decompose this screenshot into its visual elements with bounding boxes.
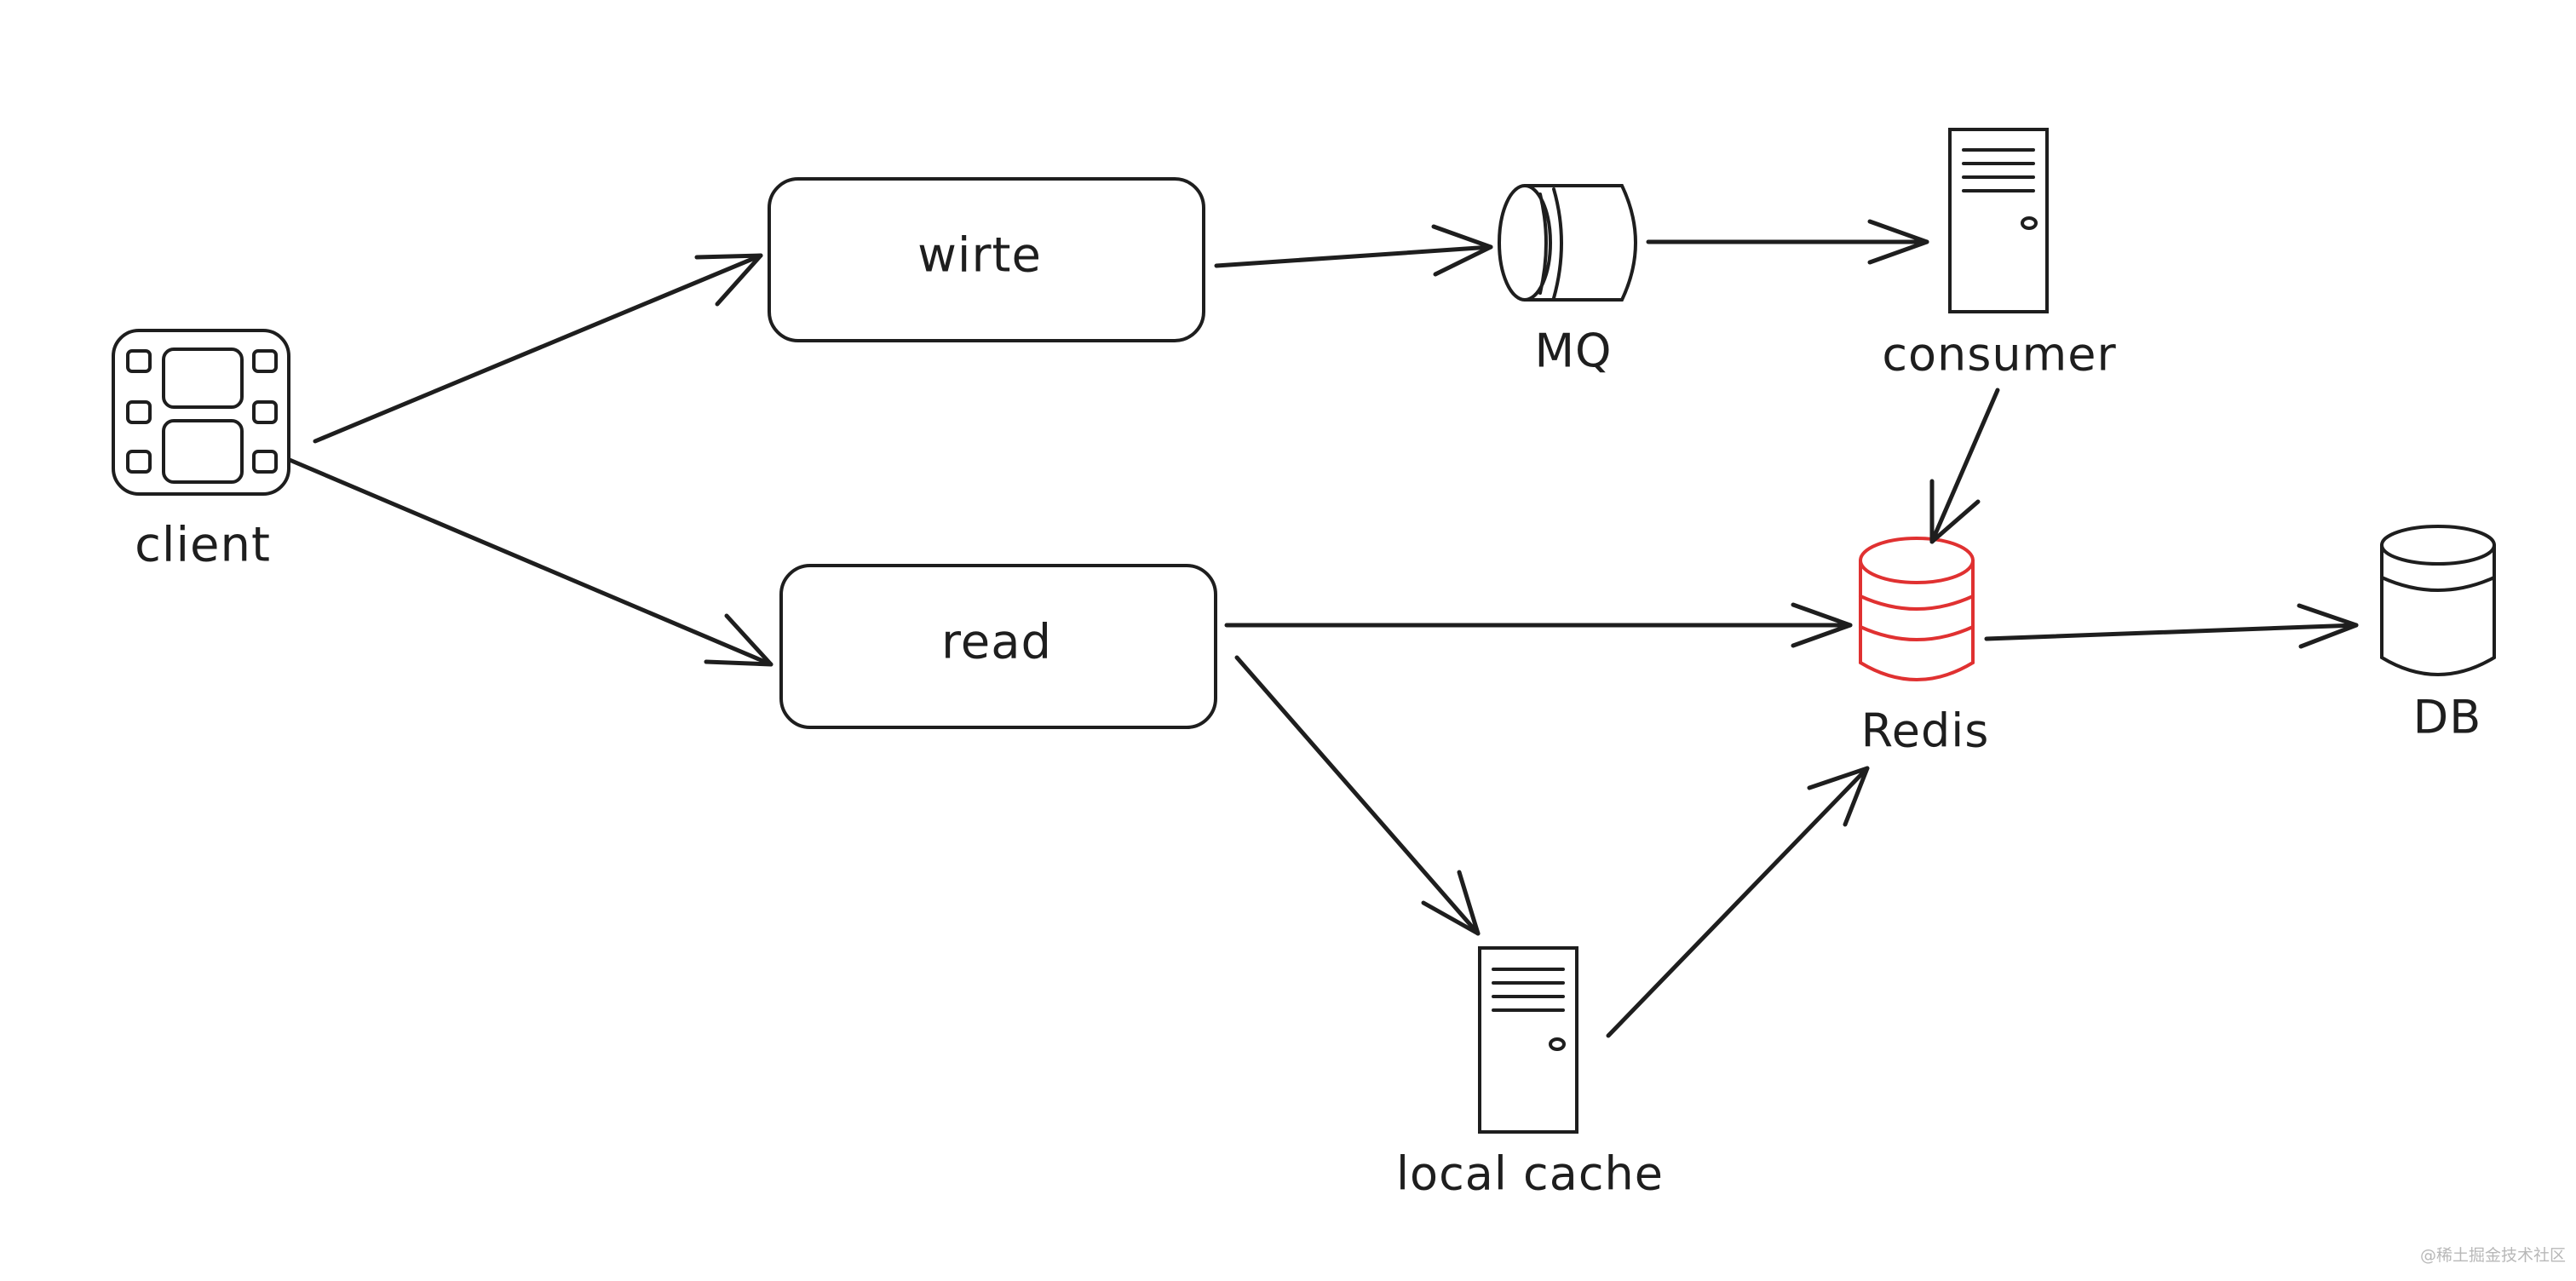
client-label: client	[135, 517, 271, 573]
server-tower-icon	[1948, 128, 2049, 313]
arrow-read-to-local-cache	[1234, 655, 1481, 936]
redis-label: Redis	[1860, 704, 1990, 758]
arrow-mq-to-consumer	[1646, 219, 1929, 265]
server-tower-icon	[1478, 946, 1578, 1134]
db-label: DB	[2412, 690, 2482, 744]
database-icon	[2380, 525, 2496, 676]
queue-cylinder-icon	[1498, 184, 1637, 302]
arrow-redis-to-db	[1984, 603, 2359, 649]
arrow-client-to-read	[287, 457, 773, 667]
arrow-local-cache-to-redis	[1606, 766, 1870, 1038]
consumer-label: consumer	[1882, 327, 2117, 382]
database-icon	[1859, 537, 1975, 681]
read-box	[779, 564, 1217, 729]
watermark-text: @稀土掘金技术社区	[2419, 1246, 2566, 1265]
arrow-consumer-to-redis	[1929, 388, 2000, 544]
arrow-read-to-redis	[1224, 602, 1853, 648]
mq-label: MQ	[1534, 324, 1613, 378]
write-box-label: wirte	[917, 227, 1042, 284]
read-box-label: read	[940, 614, 1053, 670]
film-strip-icon	[112, 329, 290, 496]
arrow-write-to-mq	[1214, 224, 1493, 277]
write-box	[768, 177, 1205, 342]
local-cache-label: local cache	[1396, 1146, 1664, 1201]
arrow-client-to-write	[313, 253, 763, 444]
